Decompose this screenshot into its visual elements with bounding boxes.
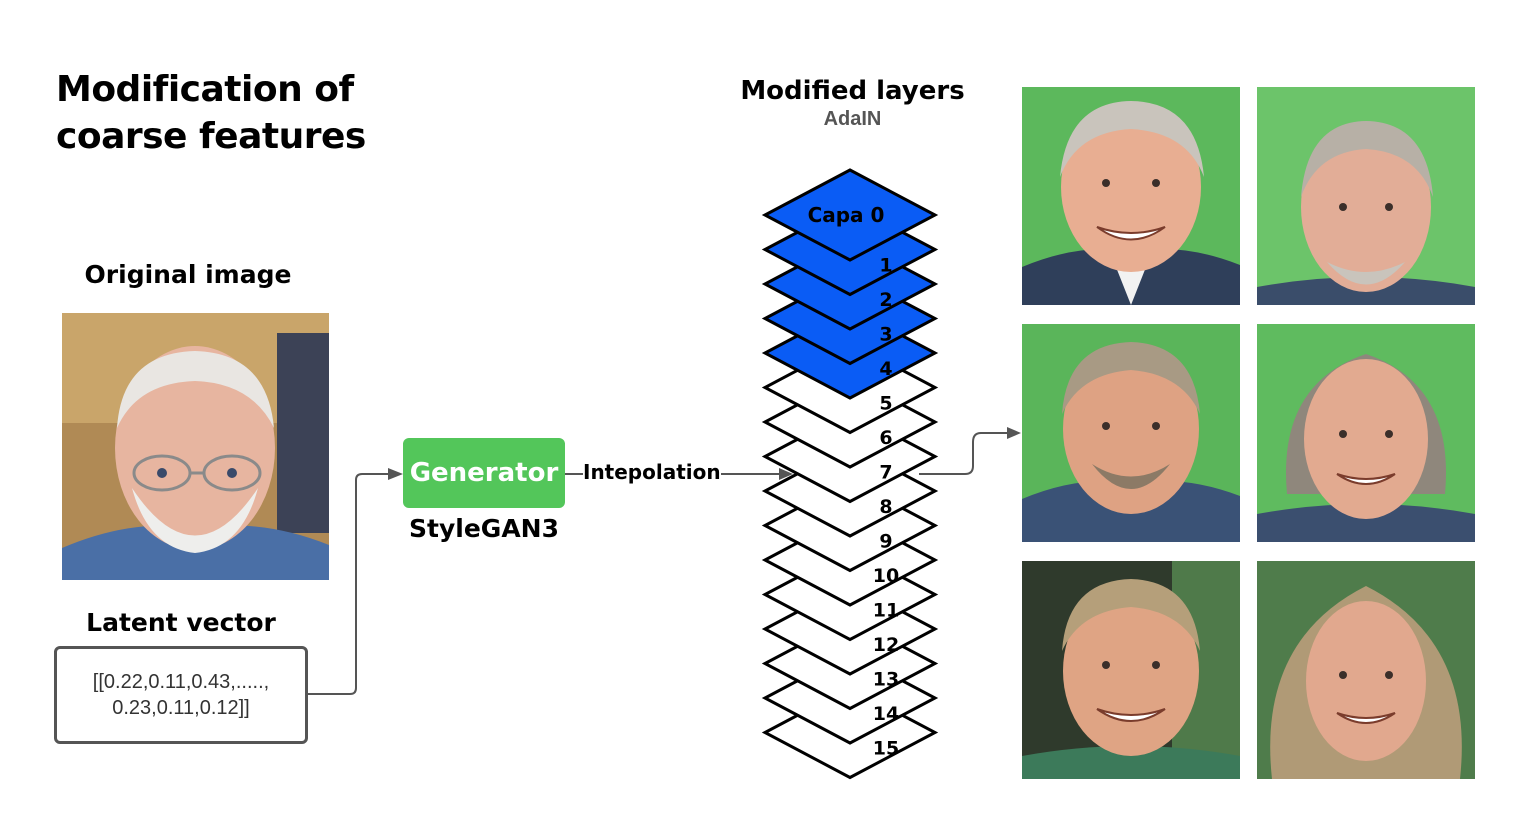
generator-label: Generator bbox=[409, 458, 559, 488]
layer-label-15: 15 bbox=[873, 738, 899, 760]
layer-label-11: 11 bbox=[873, 600, 899, 622]
output-face-1 bbox=[1022, 87, 1240, 305]
layer-label-0: Capa 0 bbox=[808, 203, 885, 227]
latent-values-line-1: [[0.22,0.11,0.43,....., bbox=[92, 671, 270, 693]
layer-label-10: 10 bbox=[873, 565, 899, 587]
original-image-label: Original image bbox=[84, 260, 292, 289]
title-line-2: coarse features bbox=[56, 116, 366, 157]
modified-layers-title: Modified layers bbox=[740, 76, 965, 106]
layer-label-4: 4 bbox=[879, 358, 892, 380]
layer-label-5: 5 bbox=[879, 393, 892, 415]
adain-label: AdaIN bbox=[823, 108, 882, 130]
stylegan3-label: StyleGAN3 bbox=[409, 514, 559, 543]
layer-label-8: 8 bbox=[879, 496, 892, 518]
diagram-title: Modification of coarse features bbox=[56, 66, 366, 160]
output-face-3 bbox=[1022, 324, 1240, 542]
output-face-5 bbox=[1022, 561, 1240, 779]
latent-to-generator-arrow bbox=[308, 468, 403, 695]
layers-to-outputs-arrow bbox=[919, 427, 1021, 475]
layer-0: Capa 0 bbox=[761, 168, 939, 262]
latent-vector-box: [[0.22,0.11,0.43,....., 0.23,0.11,0.12]] bbox=[54, 646, 308, 744]
latent-vector-label: Latent vector bbox=[86, 608, 276, 637]
interpolation-label: Intepolation bbox=[583, 460, 721, 484]
layer-label-6: 6 bbox=[879, 427, 892, 449]
original-face-photo bbox=[62, 313, 329, 580]
layer-label-3: 3 bbox=[879, 324, 892, 346]
layer-label-13: 13 bbox=[873, 669, 899, 691]
layer-label-12: 12 bbox=[873, 634, 899, 656]
layer-label-14: 14 bbox=[873, 703, 899, 725]
layer-stack: 15 14 13 12 11 10 9 8 7 6 5 4 3 2 1 Capa 0 bbox=[761, 168, 939, 780]
generator-box: Generator bbox=[403, 438, 565, 508]
layer-label-2: 2 bbox=[879, 289, 892, 311]
interpolation-arrow bbox=[565, 468, 793, 480]
output-face-6 bbox=[1257, 561, 1475, 779]
latent-values-line-2: 0.23,0.11,0.12]] bbox=[112, 697, 250, 719]
output-face-2 bbox=[1257, 87, 1475, 305]
output-face-4 bbox=[1257, 324, 1475, 542]
layer-label-1: 1 bbox=[879, 255, 892, 277]
title-line-1: Modification of bbox=[56, 69, 354, 110]
layer-label-9: 9 bbox=[879, 531, 892, 553]
layer-label-7: 7 bbox=[879, 462, 892, 484]
